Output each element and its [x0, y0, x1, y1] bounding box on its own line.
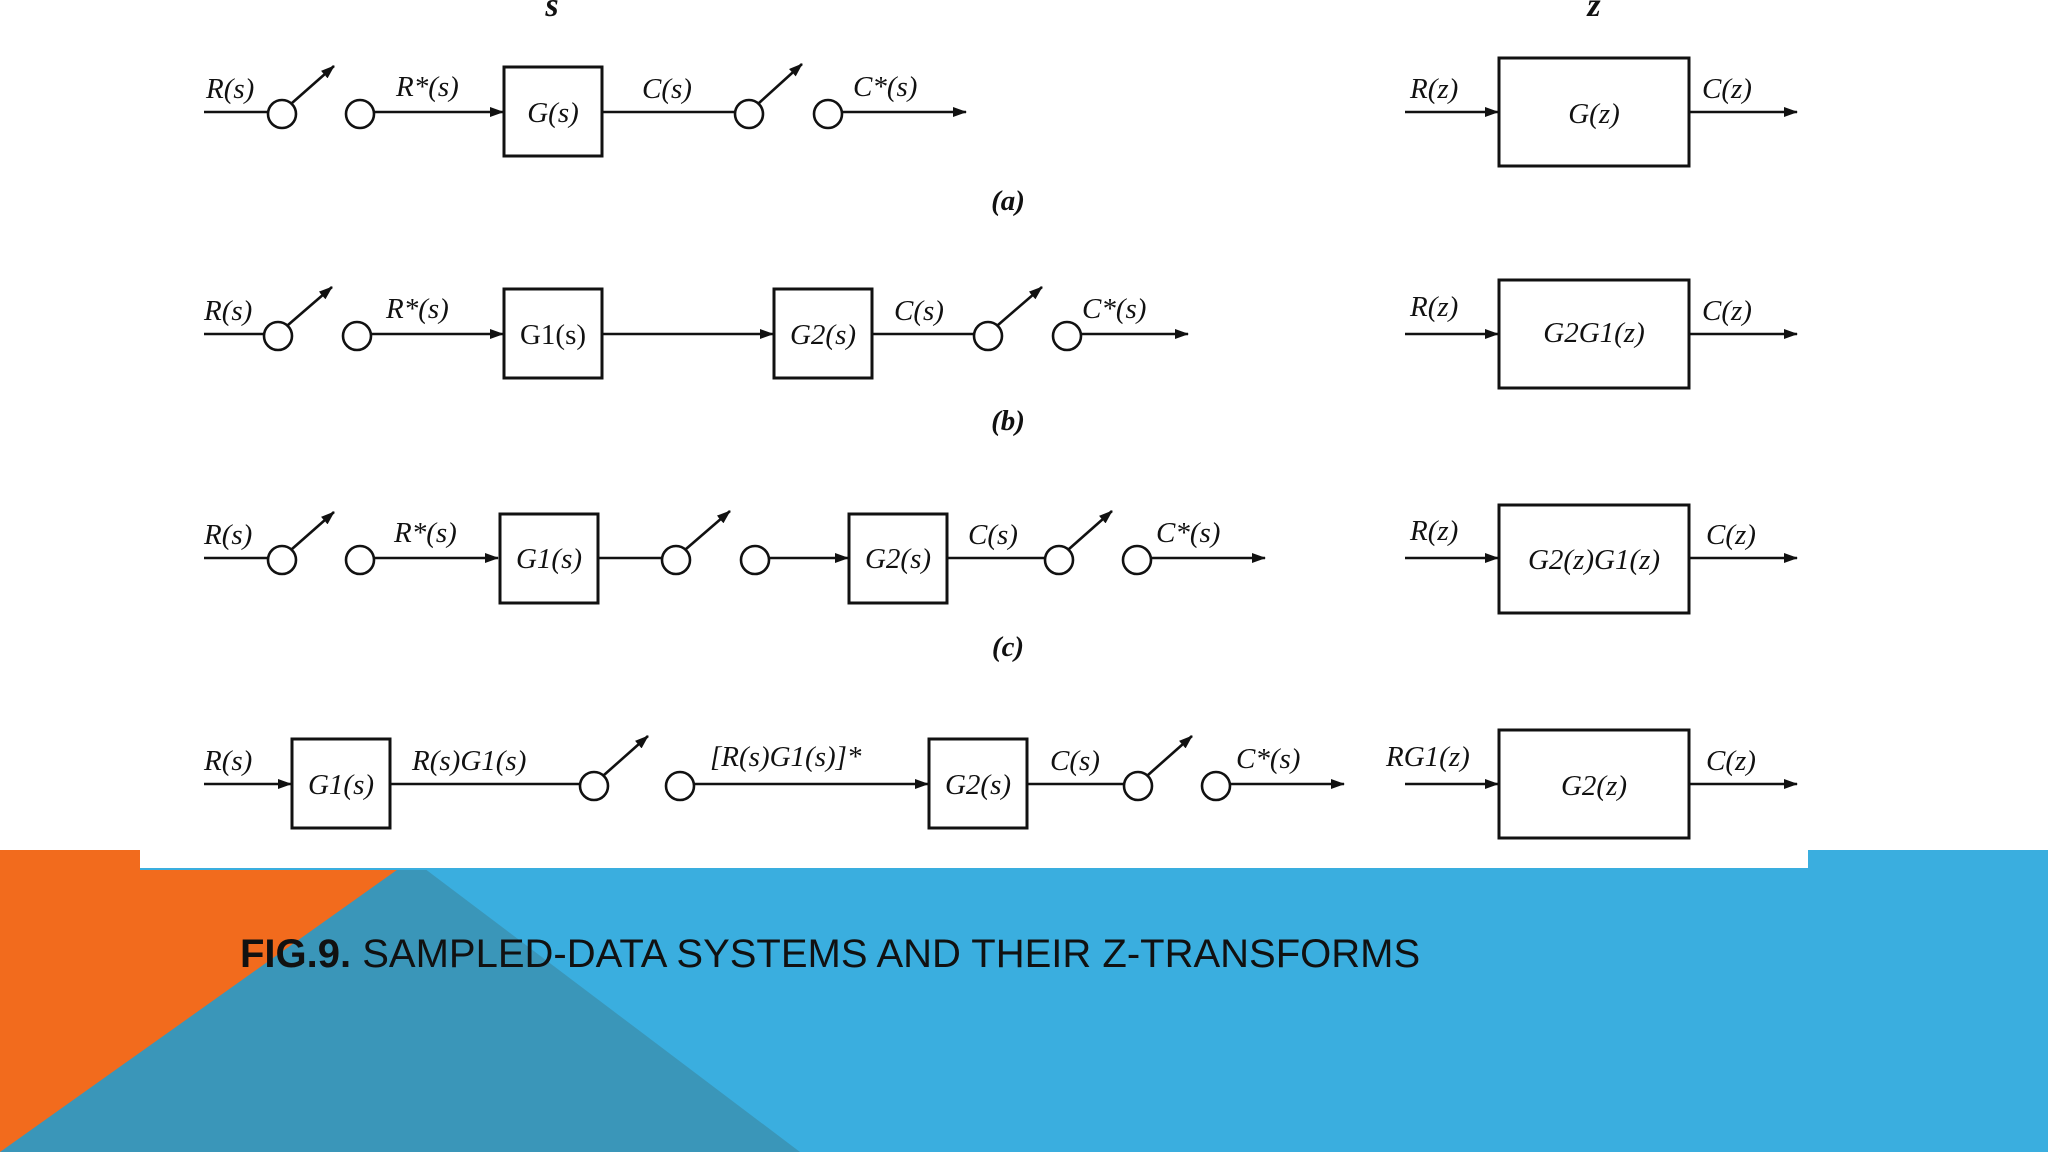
block-g2g1-z — [1497, 278, 1691, 390]
label-c-s: C(s) — [968, 519, 1018, 551]
block-g2g1-z-label: G2G1(z) — [1543, 317, 1645, 349]
label-c-z: C(z) — [1702, 295, 1752, 327]
caption-text: SAMPLED-DATA SYSTEMS AND THEIR Z-TRANSFO… — [351, 932, 1421, 976]
label-r-z: R(z) — [1409, 73, 1458, 105]
caption-prefix: FIG.9. — [240, 932, 352, 976]
row-c: R(s) R*(s) G1(s) G2(s) C(s) C*(s) R(z) G… — [203, 503, 1798, 663]
label-r-z: R(z) — [1409, 291, 1458, 323]
label-c-z: C(z) — [1702, 73, 1752, 105]
label-r-s: R(s) — [203, 295, 252, 327]
label-c-s: C(s) — [1050, 745, 1100, 777]
label-r-g1-s: R(s)G1(s) — [411, 745, 526, 777]
slide-caption: FIG.9. SAMPLED-DATA SYSTEMS AND THEIR Z-… — [240, 932, 1420, 977]
block-g1-s — [498, 512, 600, 605]
block-g2-s — [847, 512, 949, 605]
block-g1-s-label: G1(s) — [516, 543, 582, 575]
block-g1-s — [502, 287, 604, 380]
label-c-s: C(s) — [642, 73, 692, 105]
block-g2-s-label: G2(s) — [945, 769, 1011, 801]
block-g2-s-label: G2(s) — [790, 319, 856, 351]
label-r-s: R(s) — [203, 519, 252, 551]
row-b: R(s) R*(s) G1(s) G2(s) C(s) C*(s) R(z) G… — [203, 278, 1798, 437]
bottom-band-dark-triangle — [0, 850, 800, 1152]
block-g2-s-label: G2(s) — [865, 543, 931, 575]
block-g-z-label: G(z) — [1568, 98, 1620, 130]
label-c-s: C(s) — [894, 295, 944, 327]
block-g-s-label: G(s) — [527, 97, 579, 129]
bottom-band-orange-triangle — [0, 850, 425, 1152]
column-header-s: s — [544, 0, 558, 24]
block-g-z — [1497, 56, 1691, 168]
label-r-g1-s-star: [R(s)G1(s)]* — [710, 741, 862, 773]
block-g2z-g1z — [1497, 503, 1691, 615]
label-r-star-s: R*(s) — [395, 71, 459, 103]
label-c-star-s: C*(s) — [1236, 743, 1300, 775]
block-g2-z-label: G2(z) — [1561, 770, 1627, 802]
block-g2z-g1z-label: G2(z)G1(z) — [1528, 544, 1660, 576]
label-rg1-z: RG1(z) — [1385, 741, 1470, 773]
block-g2-s — [927, 737, 1029, 830]
row-d: R(s) G1(s) R(s)G1(s) [R(s)G1(s)]* G2(s) … — [203, 728, 1798, 840]
row-letter-b: (b) — [991, 405, 1025, 437]
label-c-star-s: C*(s) — [1082, 293, 1146, 325]
column-header-z: z — [1586, 0, 1601, 24]
label-c-z: C(z) — [1706, 519, 1756, 551]
label-r-z: R(z) — [1409, 515, 1458, 547]
label-c-star-s: C*(s) — [1156, 517, 1220, 549]
block-g1-s-label: G1(s) — [520, 319, 586, 351]
block-g1-s-label: G1(s) — [308, 769, 374, 801]
label-c-z: C(z) — [1706, 745, 1756, 777]
label-r-star-s: R*(s) — [393, 517, 457, 549]
block-g2-s — [772, 287, 874, 380]
label-c-star-s: C*(s) — [853, 71, 917, 103]
figure-cutoff-band — [140, 868, 1808, 870]
block-g1-s — [290, 737, 392, 830]
row-a: R(s) R*(s) G(s) C(s) C*(s) R(z) G(z) C(z… — [204, 56, 1798, 217]
label-r-s: R(s) — [205, 73, 254, 105]
block-g2-z — [1497, 728, 1691, 840]
row-letter-c: (c) — [992, 631, 1024, 663]
label-r-star-s: R*(s) — [385, 293, 449, 325]
label-r-s: R(s) — [203, 745, 252, 777]
row-letter-a: (a) — [991, 185, 1025, 217]
